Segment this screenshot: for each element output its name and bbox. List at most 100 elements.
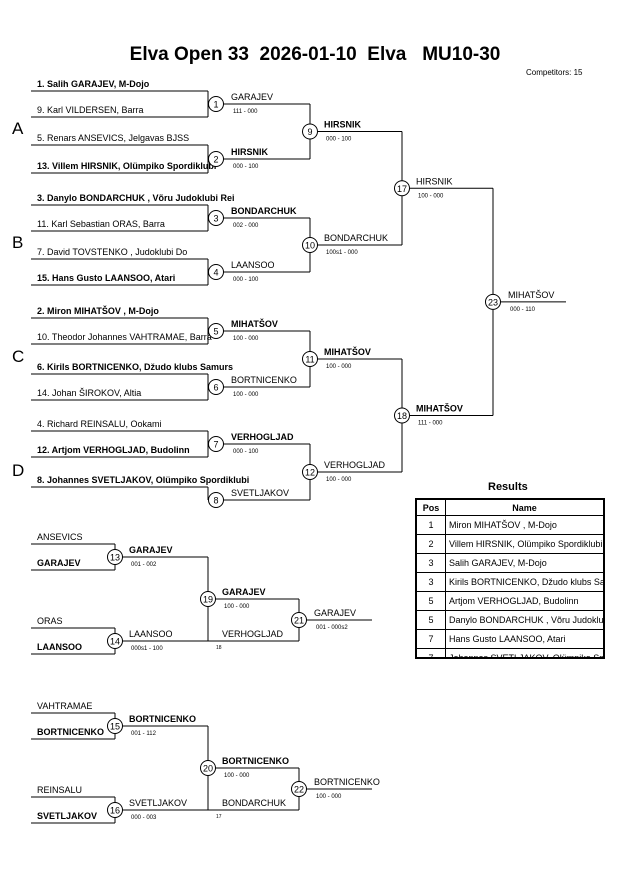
match-number: 17 [397,184,407,194]
match-score: 100 - 000 [224,773,250,779]
match-number: 16 [110,806,120,816]
match-winner: GARAJEV [129,545,173,555]
semifinal-reference: 18 [216,645,222,651]
match-score: 100 - 000 [326,364,352,370]
match-number-circle [200,591,216,607]
results-header-name: Name [445,500,603,516]
repechage-entry: SVETLJAKOV [37,811,97,821]
match-number: 1 [213,100,218,110]
match-number: 11 [305,355,314,365]
entry-name: 3. Danylo BONDARCHUK , Võru Judoklubi Re… [37,193,235,203]
match-winner: VERHOGLJAD [324,460,386,470]
entry-name: 8. Johannes SVETLJAKOV, Olümpiko Spordik… [37,475,249,485]
results-pos: 3 [417,553,446,573]
match-number: 13 [110,553,120,563]
match-number: 5 [213,327,218,337]
match-number: 18 [397,411,407,421]
match-winner: MIHATŠOV [231,318,278,329]
match-number: 10 [305,241,315,251]
pool-label-c: C [12,347,25,366]
match-score: 000 - 100 [233,449,259,455]
repechage-entry: ANSEVICS [37,532,83,542]
entry-name: 5. Renars ANSEVICS, Jelgavas BJSS [37,133,189,143]
match-score: 000 - 100 [326,137,352,143]
match-number: 3 [213,214,218,224]
match-winner: LAANSOO [231,260,275,270]
bronze-winner: BORTNICENKO [314,777,380,787]
match-score: 002 - 000 [233,223,259,229]
match-number-circle [107,633,123,649]
results-pos: 7 [417,648,446,657]
results-name: Johannes SVETLJAKOV, Olümpiko Spordiklub… [445,648,603,657]
results-pos: 7 [417,629,446,649]
match-number: 9 [307,127,312,137]
results-name: Villem HIRSNIK, Olümpiko Spordiklubi [445,534,603,554]
match-winner: SVETLJAKOV [129,798,187,808]
match-winner: BONDARCHUK [324,233,388,243]
entry-name: 7. David TOVSTENKO , Judoklubi Do [37,247,187,257]
bronze-winner: GARAJEV [314,608,356,618]
match-number: 15 [110,722,120,732]
match-number: 7 [213,440,218,450]
match-number-circle [291,612,307,628]
match-number: 4 [213,268,218,278]
match-winner: MIHATŠOV [416,403,463,414]
competitor-count: Competitors: 15 [526,68,583,77]
results-name: Danylo BONDARCHUK , Võru Judoklubi Rei [445,610,603,630]
match-score: 001 - 112 [131,731,157,737]
match-score: 000 - 003 [131,815,157,821]
match-winner: BORTNICENKO [129,714,196,724]
match-number: 20 [203,764,213,774]
entry-name: 6. Kirils BORTNICENKO, Džudo klubs Samur… [37,362,233,372]
match-number-circle [200,760,216,776]
entry-name: 1. Salih GARAJEV, M-Dojo [37,79,150,89]
results-name: Kirils BORTNICENKO, Džudo klubs Samurs [445,572,603,592]
match-number-circle [107,718,123,734]
entry-name: 14. Johan ŠIROKOV, Altia [37,388,141,398]
match-number-circle [302,123,318,140]
match-winner: HIRSNIK [231,147,269,157]
entry-name: 2. Miron MIHATŠOV , M-Dojo [37,305,159,316]
match-score: 111 - 000 [418,421,443,427]
match-number: 19 [203,595,213,605]
match-number: 22 [294,785,304,795]
final-winner: MIHATŠOV [508,290,554,300]
match-number: 2 [213,155,218,165]
results-pos: 2 [417,534,446,554]
match-number-circle [208,436,224,452]
entry-name: 12. Artjom VERHOGLJAD, Budolinn [37,445,190,455]
entry-name: 10. Theodor Johannes VAHTRAMAE, Barra [37,332,212,342]
repechage-entry: ORAS [37,616,63,626]
match-score: 000s1 - 100 [131,646,163,652]
match-number: 8 [213,496,218,506]
match-score: 100 - 000 [326,477,352,483]
semifinal-loser: BONDARCHUK [222,798,286,808]
results-name: Hans Gusto LAANSOO, Atari [445,629,603,649]
match-score: 100 - 000 [224,604,250,610]
match-winner: HIRSNIK [324,120,362,130]
match-number-circle [291,781,307,797]
results-pos: 3 [417,572,446,592]
match-number-circle [394,407,410,424]
match-number-circle [302,351,318,367]
repechage-entry: GARAJEV [37,558,81,568]
match-number: 23 [488,297,498,307]
match-score: 000 - 100 [233,164,259,170]
match-number-circle [107,802,123,818]
match-score: 100 - 000 [418,193,444,199]
match-winner: BONDARCHUK [231,206,297,216]
semifinal-reference: 17 [216,814,222,820]
results-header-row: Pos Name [417,500,603,516]
repechage-entry: VAHTRAMAE [37,701,92,711]
repechage-entry: LAANSOO [37,642,82,652]
results-pos: 5 [417,610,446,630]
match-score: 001 - 000s2 [316,625,348,631]
match-number-circle [208,323,224,339]
match-score: 001 - 002 [131,562,157,568]
